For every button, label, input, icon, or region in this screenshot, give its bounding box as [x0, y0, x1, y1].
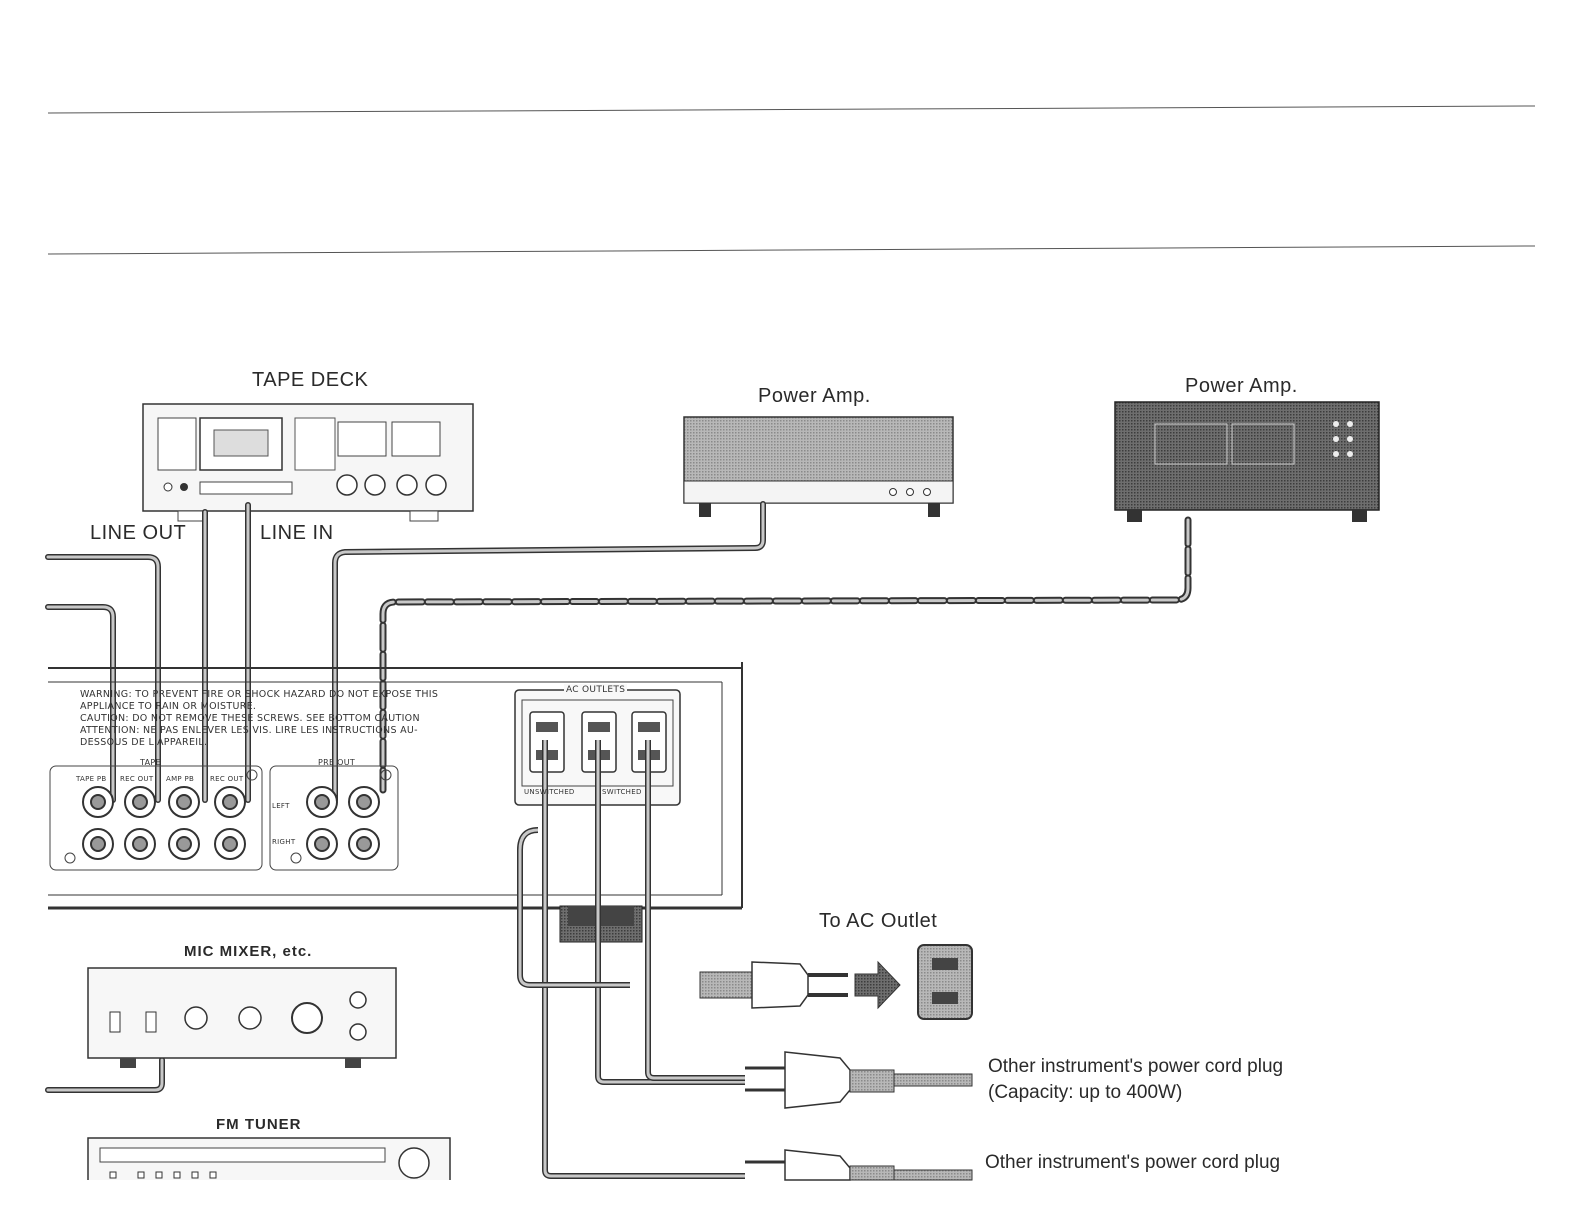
tape-group-label: TAPE [140, 758, 161, 767]
panel-warning-text: WARNING: TO PREVENT FIRE OR SHOCK HAZARD… [80, 689, 438, 749]
unswitched-label: UNSWITCHED [524, 788, 575, 796]
other-cord-1-capacity: (Capacity: up to 400W) [988, 1082, 1183, 1103]
mic-mixer-label: MIC MIXER, etc. [184, 943, 313, 960]
warning-line: CAUTION: DO NOT REMOVE THESE SCREWS. SEE… [80, 713, 420, 724]
tape-jack-label: REC OUT [210, 775, 244, 783]
switched-label: SWITCHED [602, 788, 642, 796]
power-amp-1-illustration [683, 416, 954, 517]
left-channel-label: LEFT [272, 802, 290, 810]
right-channel-label: RIGHT [272, 838, 296, 846]
other-plug-2-illustration [745, 1149, 973, 1181]
other-plug-1-illustration [745, 1051, 973, 1109]
to-ac-outlet-label: To AC Outlet [819, 910, 938, 932]
other-cord-1-text: Other instrument's power cord plug [988, 1056, 1284, 1077]
tape-jack-label: AMP PB [166, 775, 195, 783]
fm-tuner-illustration [87, 1137, 451, 1180]
tape-jack-label: TAPE PB [76, 775, 107, 783]
warning-line: WARNING: TO PREVENT FIRE OR SHOCK HAZARD… [80, 689, 439, 700]
other-cord-2-label: Other instrument's power cord plug [985, 1152, 1281, 1173]
pre-out-label: PRE OUT [318, 758, 356, 767]
ac-plug-illustration [699, 961, 848, 1009]
ac-power-cords [517, 740, 745, 1179]
insert-arrow-icon [854, 960, 901, 1010]
header-rules [47, 105, 1536, 255]
signal-cables [45, 501, 1192, 1093]
tape-jack-label: REC OUT [120, 775, 154, 783]
rca-jacks [82, 786, 380, 860]
power-amp-2-label: Power Amp. [1185, 375, 1298, 397]
line-in-label: LINE IN [260, 522, 334, 544]
ac-outlets-title: AC OUTLETS [564, 684, 628, 696]
line-out-label: LINE OUT [90, 522, 187, 544]
mic-mixer-illustration [87, 967, 397, 1068]
warning-line: ATTENTION: NE PAS ENLEVER LES VIS. LIRE … [80, 725, 418, 736]
power-amp-1-label: Power Amp. [758, 385, 871, 407]
warning-line: DESSOUS DE L'APPAREIL. [80, 737, 208, 748]
warning-line: APPLIANCE TO RAIN OR MOISTURE. [80, 701, 257, 712]
fm-tuner-label: FM TUNER [216, 1116, 302, 1133]
power-amp-2-illustration [1114, 401, 1380, 522]
wall-outlet-icon [917, 944, 973, 1020]
other-cord-1-label: Other instrument's power cord plug (Capa… [988, 1054, 1283, 1106]
tape-deck-label: TAPE DECK [252, 369, 369, 391]
tape-deck-illustration [142, 403, 474, 522]
